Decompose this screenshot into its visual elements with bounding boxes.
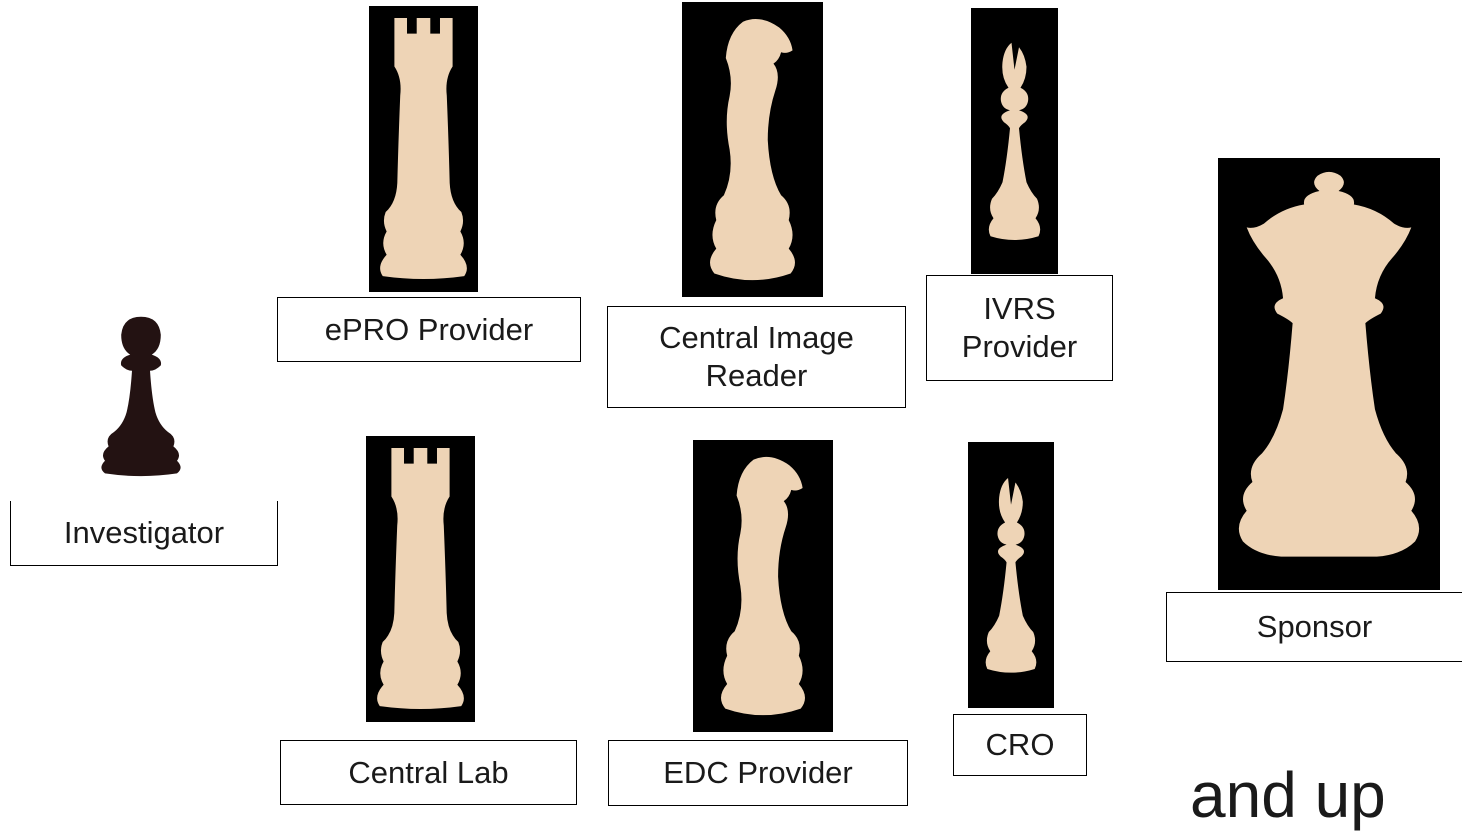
- pawn-silhouette: [101, 317, 180, 476]
- ivrs-provider-tile: [971, 8, 1058, 274]
- caption-text: and up: [1190, 759, 1386, 831]
- edc-provider-tile: [693, 440, 833, 732]
- bishop-icon: [971, 8, 1058, 274]
- queen-silhouette: [1239, 172, 1419, 557]
- knight-silhouette: [721, 457, 805, 715]
- central-image-reader-tile: [682, 2, 823, 297]
- central-lab-label: Central Lab: [280, 740, 577, 805]
- sponsor-tile: [1218, 158, 1440, 590]
- rook-icon: [369, 6, 478, 292]
- epro-provider-tile: [369, 6, 478, 292]
- rook-icon: [366, 436, 475, 722]
- knight-icon: [693, 440, 833, 732]
- sponsor-label: Sponsor: [1166, 592, 1462, 662]
- rook-silhouette: [380, 18, 467, 279]
- rook-silhouette: [377, 448, 464, 709]
- bishop-icon: [968, 442, 1054, 708]
- knight-icon: [682, 2, 823, 297]
- central-image-reader-label: Central Image Reader: [607, 306, 906, 408]
- knight-silhouette: [710, 19, 795, 280]
- investigator-label: Investigator: [10, 501, 278, 566]
- bishop-silhouette: [989, 43, 1040, 240]
- edc-provider-label: EDC Provider: [608, 740, 908, 806]
- queen-icon: [1218, 158, 1440, 590]
- cro-label: CRO: [953, 714, 1087, 776]
- cro-tile: [968, 442, 1054, 708]
- bishop-silhouette: [986, 478, 1037, 673]
- central-lab-tile: [366, 436, 475, 722]
- investigator-pawn-icon: [96, 311, 186, 481]
- epro-provider-label: ePRO Provider: [277, 297, 581, 362]
- ivrs-provider-label: IVRS Provider: [926, 275, 1113, 381]
